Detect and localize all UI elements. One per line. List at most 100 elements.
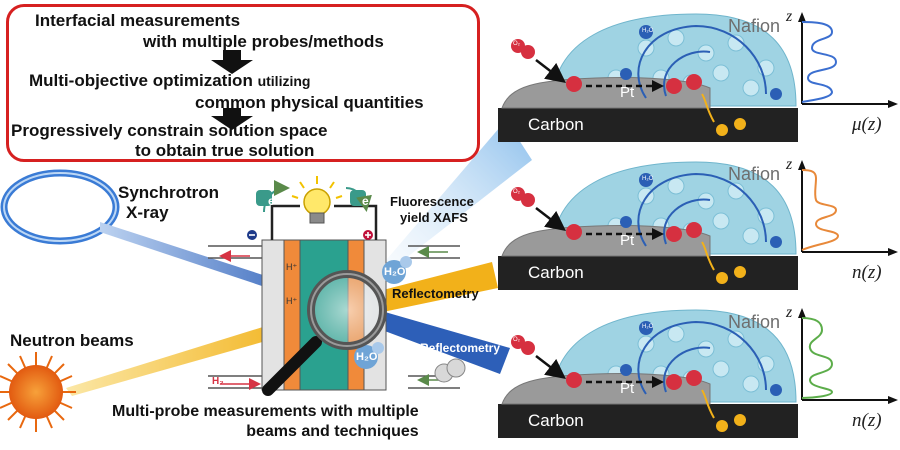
proton-path	[637, 24, 767, 99]
h2o-text: H₂O	[642, 176, 654, 182]
xray-beam-out	[350, 302, 510, 374]
step1-line2: with multiple probes/methods	[143, 32, 384, 51]
axis-z-label: z	[786, 304, 793, 321]
multi-probe-label-line2: beams and techniques	[246, 423, 419, 440]
oxygen-atom-icon	[686, 370, 702, 386]
proton-path	[637, 172, 767, 247]
electron-symbol-left: e	[268, 194, 275, 208]
ionomer-pore	[742, 227, 760, 245]
magnifier-icon	[262, 270, 387, 396]
o2-adsorbed-icon	[566, 76, 582, 92]
carbon-layer	[498, 108, 798, 142]
electron-icon	[734, 118, 746, 130]
pt-label: Pt	[620, 380, 635, 397]
electron-symbol-right: e	[362, 194, 369, 208]
step2-line1: Multi-objective optimization utilizing	[29, 71, 310, 91]
axis-z-label: z	[786, 8, 793, 25]
electron-path	[701, 241, 715, 271]
o2-text: O₂	[513, 189, 520, 195]
h2o-molecule-icon-top	[382, 256, 412, 284]
pt-label: Pt	[620, 84, 635, 101]
h2o-text: H₂O	[642, 324, 654, 330]
fluorescence-label: Fluorescence yield XAFS	[390, 194, 474, 226]
interface-schematic-1	[498, 12, 898, 142]
profile-curve	[801, 169, 840, 251]
fluorescence-label-line2: yield XAFS	[400, 210, 468, 225]
oxygen-atom-icon	[686, 74, 702, 90]
fluorescence-beam	[352, 120, 532, 300]
oxygen-atom-icon	[686, 222, 702, 238]
synchrotron-label-line2: X-ray	[126, 203, 169, 222]
interface-schematic-3	[498, 308, 898, 438]
h2o-molecule-icon-bottom	[354, 342, 384, 369]
o2-molecule-icon	[521, 193, 535, 207]
h2o-text: H₂O	[642, 28, 654, 34]
step3-line2: to obtain true solution	[135, 141, 315, 160]
electron-icon	[716, 420, 728, 432]
ionomer-pore	[742, 375, 760, 393]
multi-probe-label: Multi-probe measurements with multiple b…	[112, 402, 419, 442]
synchrotron-label: Synchrotron X-ray	[118, 183, 219, 223]
light-bulb-icon	[291, 176, 343, 224]
proton-icon	[620, 68, 632, 80]
electron-flow-arrow-left	[263, 180, 290, 213]
electron-path	[701, 93, 715, 123]
electron-path	[701, 389, 715, 419]
ionomer-pore	[712, 64, 730, 82]
o2-adsorbed-icon	[566, 224, 582, 240]
axis-z-label: z	[786, 156, 793, 173]
profile-axis-label: n(z)	[852, 410, 882, 431]
down-arrow-1	[211, 50, 253, 74]
step2-line2: common physical quantities	[195, 93, 424, 112]
ionomer-pore	[727, 34, 745, 52]
ionomer-pore	[697, 192, 715, 210]
o2-text: O₂	[513, 41, 520, 47]
water-icon	[639, 321, 653, 335]
step2-line1-small: utilizing	[257, 73, 311, 89]
o2-arrow	[535, 59, 566, 84]
o2-molecule-icon	[521, 341, 535, 355]
proton-icon	[770, 384, 782, 396]
ionomer-pore	[727, 182, 745, 200]
electron-badge-left	[256, 190, 272, 206]
electron-icon	[716, 272, 728, 284]
pt-label: Pt	[620, 232, 635, 249]
ionomer-pore	[712, 360, 730, 378]
fluorescence-label-line1: Fluorescence	[390, 194, 474, 209]
dashed-arrow-head	[652, 376, 664, 388]
oxygen-atom-icon	[666, 78, 682, 94]
cell-h-plus-2: H⁺	[286, 296, 298, 306]
o2-arrow	[535, 355, 566, 380]
proton-path	[663, 50, 711, 97]
step1-line1: Interfacial measurements	[35, 11, 241, 30]
neutron-beams-label: Neutron beams	[10, 331, 134, 350]
profile-curve-group	[801, 317, 834, 399]
profile-x-arrow	[888, 100, 898, 108]
nafion-label: Nafion	[728, 16, 781, 36]
proton-icon	[620, 364, 632, 376]
profile-axis-label: n(z)	[852, 262, 882, 283]
reflectometry-neutron-label: Reflectometry	[420, 341, 501, 355]
electron-icon	[734, 266, 746, 278]
profile-x-arrow	[888, 248, 898, 256]
step2-line1-bold: Multi-objective optimization	[29, 71, 253, 90]
water-icon	[639, 25, 653, 39]
ionomer-pore	[667, 29, 685, 47]
down-arrow-2	[211, 108, 253, 130]
oxygen-atom-icon	[666, 226, 682, 242]
carbon-label: Carbon	[528, 263, 584, 282]
step3-line1: Progressively constrain solution space	[11, 121, 328, 140]
neutron-beam-out	[352, 262, 498, 318]
water-icon	[639, 173, 653, 187]
cell-h-plus-1: H⁺	[286, 262, 298, 272]
proton-icon	[620, 216, 632, 228]
o2-molecule-icon	[434, 358, 466, 383]
proton-icon	[770, 236, 782, 248]
carbon-label: Carbon	[528, 411, 584, 430]
dashed-arrow-head	[652, 228, 664, 240]
o2-text: O₂	[513, 337, 520, 343]
proton-path	[663, 198, 711, 245]
reflectometry-xray-label: Reflectometry	[392, 286, 479, 301]
